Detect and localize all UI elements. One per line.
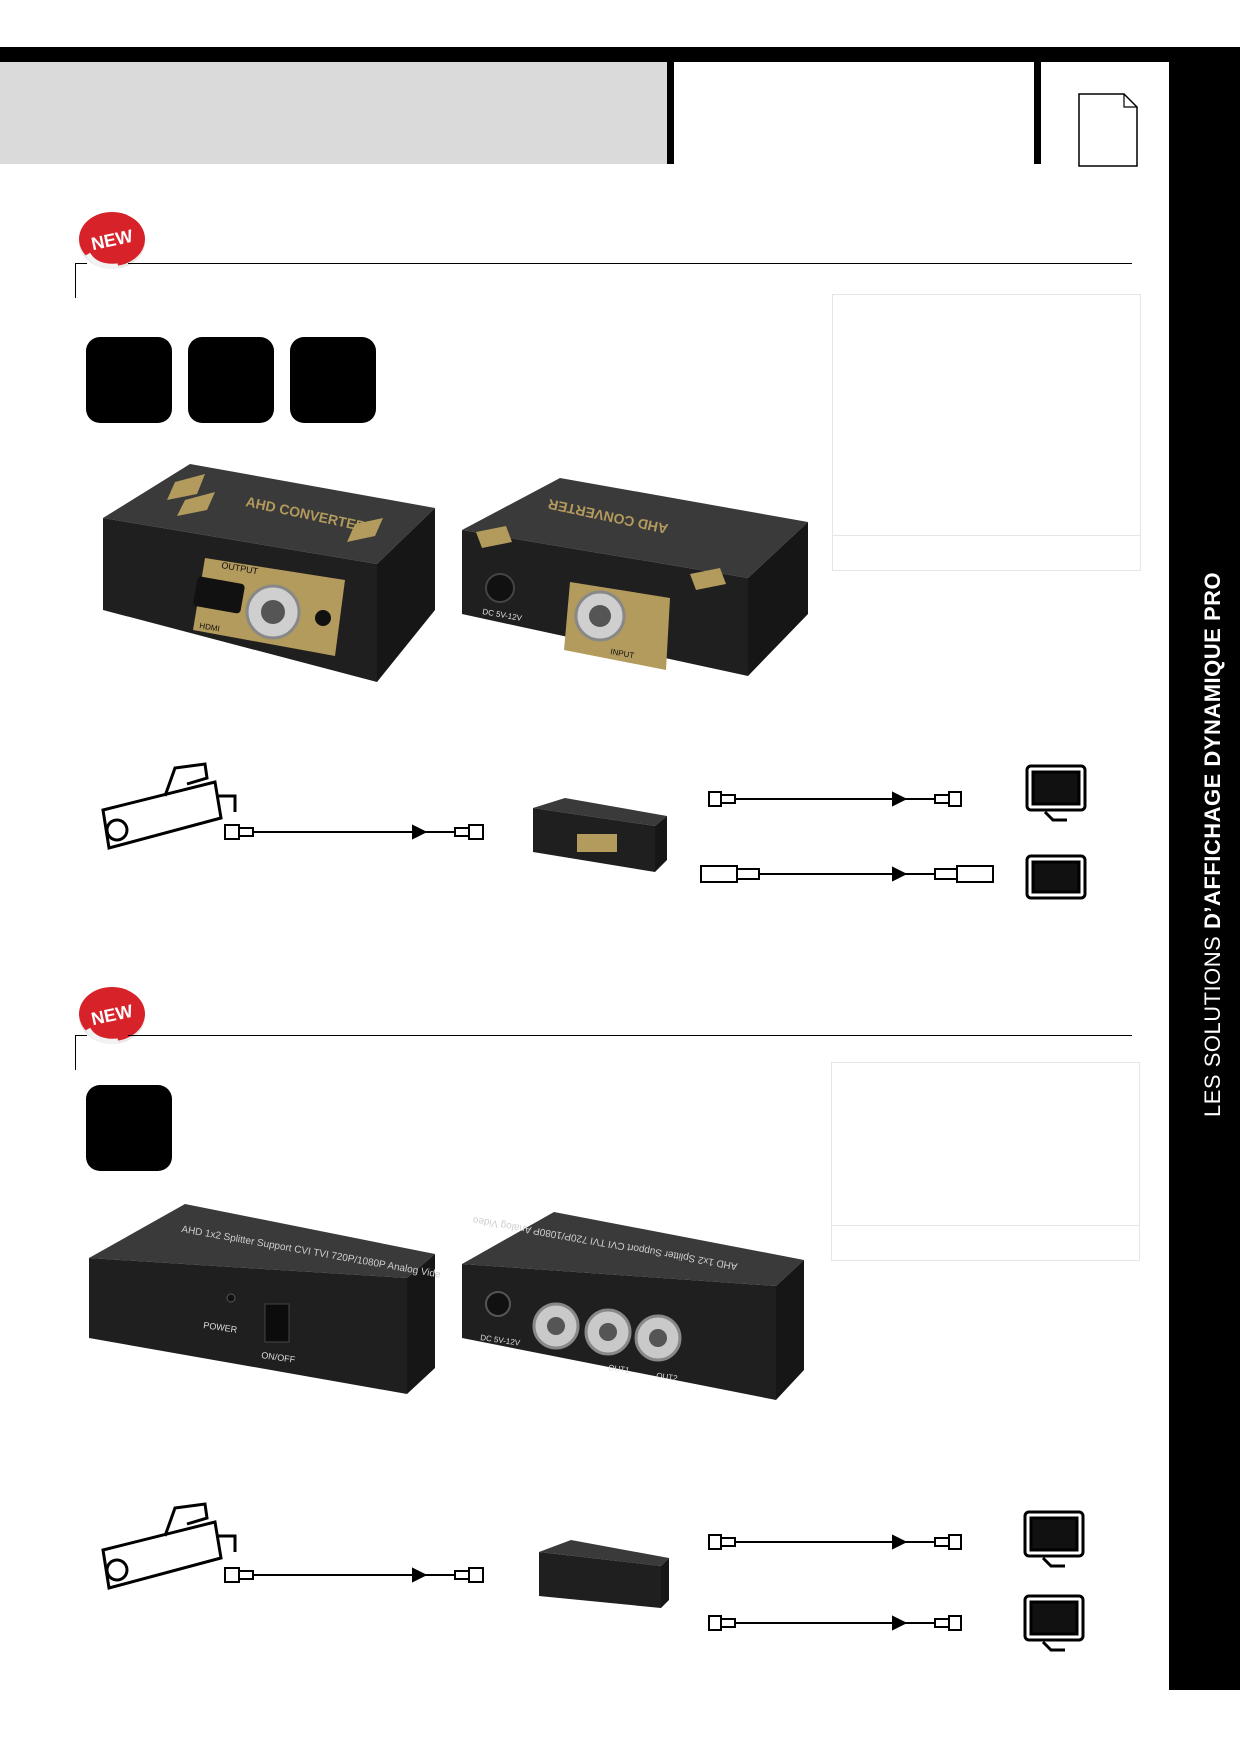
- monitor-icon: [1023, 1594, 1085, 1652]
- new-badge: NEW: [79, 212, 145, 269]
- converter-device-icon: [533, 798, 667, 872]
- bnc-cable-icon: [708, 1615, 962, 1631]
- bnc-cable-icon: [708, 1534, 962, 1550]
- splitter-device-icon: [539, 1540, 669, 1608]
- bnc-cable-icon: [708, 791, 962, 807]
- product-photo-front: AHD CONVERTER OUTPUT HDMI: [103, 464, 435, 682]
- svg-text:OUT1: OUT1: [608, 1363, 631, 1375]
- section-divider-tick: [75, 263, 76, 298]
- svg-text:INPUT: INPUT: [610, 647, 635, 660]
- monitor-icon: [1025, 764, 1087, 822]
- section-divider-corner: [75, 1035, 87, 1036]
- svg-text:OUT2: OUT2: [656, 1371, 679, 1383]
- page-number-icon: [1078, 93, 1138, 167]
- section-divider: [128, 263, 1132, 264]
- bnc-cable-icon: [224, 1567, 484, 1583]
- svg-text:ON/OFF: ON/OFF: [261, 1350, 297, 1365]
- right-side-band: [1169, 47, 1240, 1690]
- cctv-camera-icon: [101, 762, 237, 850]
- connection-diagram: [101, 1502, 1085, 1652]
- feature-icon-tile: [290, 337, 376, 423]
- section-divider-tick: [75, 1035, 76, 1070]
- hdmi-cable-icon: [700, 865, 994, 883]
- feature-icon-tile: [86, 1085, 172, 1171]
- header-title-area: [0, 62, 667, 164]
- header-divider-2: [1034, 62, 1041, 164]
- monitor-icon: [1023, 1510, 1085, 1568]
- feature-icon-tile: [86, 337, 172, 423]
- svg-text:POWER: POWER: [203, 1320, 239, 1335]
- header-divider-1: [667, 62, 674, 164]
- connection-diagram: [101, 762, 1087, 900]
- new-badge: NEW: [79, 987, 145, 1044]
- section-divider-corner: [75, 263, 87, 264]
- svg-text:HDMI: HDMI: [199, 621, 221, 633]
- monitor-icon: [1025, 854, 1087, 900]
- product-photo-front: AHD 1x2 Splitter Support CVI TVI 720P/10…: [89, 1204, 440, 1394]
- product-photo-back: AHD 1x2 Splitter Support CVI TVI 720P/10…: [462, 1212, 804, 1400]
- product-photo-back: AHD CONVERTER DC 5V-12V INPUT: [462, 478, 808, 676]
- spec-box: [832, 294, 1141, 571]
- cctv-camera-icon: [101, 1502, 237, 1590]
- section-divider: [128, 1035, 1132, 1036]
- bnc-cable-icon: [224, 824, 484, 840]
- feature-icon-tile: [188, 337, 274, 423]
- spec-box: [831, 1062, 1140, 1261]
- top-bar: [0, 47, 1240, 62]
